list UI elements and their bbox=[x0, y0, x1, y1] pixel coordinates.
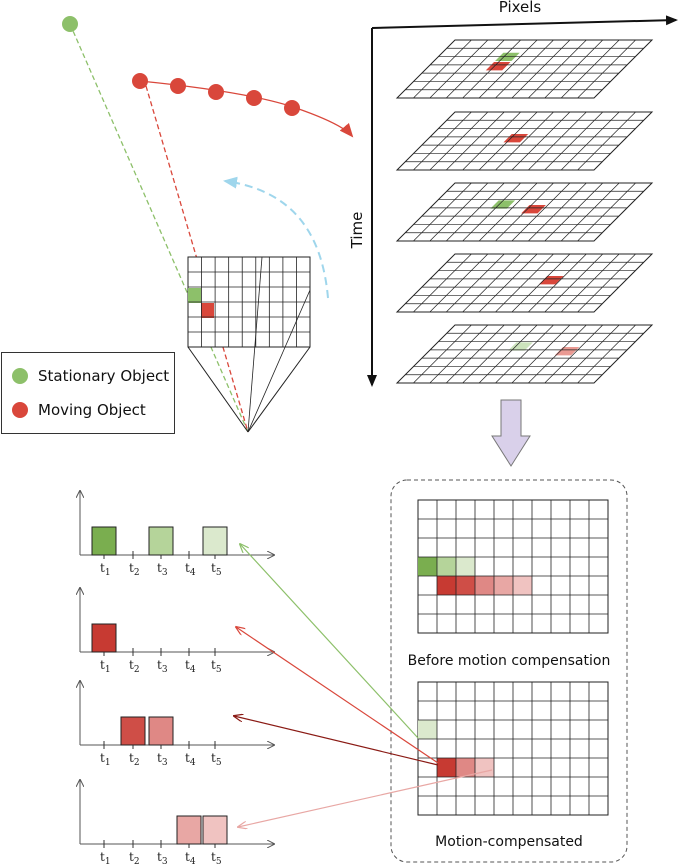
grid-event-cell bbox=[494, 576, 513, 595]
tick-label: t2 bbox=[129, 751, 140, 768]
pixel-timelines: t1 t2 t3 t4 t5 t1 t2 t3 t4 t5 t1 t2 t3 t4 t5 t1 t2 t3 t4 t5 bbox=[80, 491, 274, 865]
compensation-panel-frame bbox=[390, 479, 628, 863]
event-frame bbox=[395, 182, 654, 242]
event-frames bbox=[395, 39, 654, 384]
before-compensation-label: Before motion compensation bbox=[408, 653, 611, 669]
legend-label-moving: Moving Object bbox=[38, 401, 146, 419]
frame-moving-event bbox=[554, 347, 580, 356]
event-pulse bbox=[120, 716, 146, 746]
pixels-axis bbox=[371, 15, 678, 29]
tick-label: t2 bbox=[129, 658, 140, 675]
moving-object-dot bbox=[170, 78, 186, 94]
moving-object-trajectory bbox=[139, 80, 354, 138]
tick-label: t4 bbox=[185, 561, 196, 578]
sensor-stationary-pixel bbox=[188, 288, 201, 303]
grid-event-cell bbox=[418, 720, 437, 739]
timeline-stationary-pixel: t1 t2 t3 t4 t5 bbox=[80, 491, 274, 578]
moving-object-dot bbox=[132, 73, 148, 89]
grid-event-cell bbox=[456, 576, 475, 595]
tick-label: t1 bbox=[100, 561, 111, 578]
frame-stationary-event bbox=[508, 342, 533, 351]
frame-moving-event bbox=[538, 276, 564, 285]
tick-label: t4 bbox=[185, 658, 196, 675]
tick-label: t4 bbox=[185, 751, 196, 768]
stationary-link-arrow bbox=[240, 544, 419, 739]
time-pixel-axes: Pixels Time bbox=[348, 0, 678, 387]
legend-item-moving: Moving Object bbox=[12, 401, 146, 419]
event-pulse bbox=[148, 526, 174, 556]
grid-event-cell bbox=[437, 576, 456, 595]
event-frame bbox=[395, 253, 654, 313]
grid-event-cell bbox=[475, 576, 494, 595]
before-compensation-grid bbox=[417, 499, 609, 634]
moving-object-dot bbox=[246, 90, 262, 106]
grid-event-cell bbox=[437, 557, 456, 576]
tick-label: t5 bbox=[211, 658, 222, 675]
frame-moving-event bbox=[521, 205, 546, 214]
moving-object-dot bbox=[284, 100, 300, 116]
motion-compensated-label: Motion-compensated bbox=[435, 834, 583, 850]
tick-label: t3 bbox=[157, 751, 168, 768]
moving-link-arrow-2 bbox=[234, 716, 439, 766]
tick-label: t3 bbox=[157, 561, 168, 578]
legend: Stationary Object Moving Object bbox=[1, 352, 175, 434]
moving-legend-icon bbox=[12, 402, 28, 418]
moving-object-dot bbox=[208, 84, 224, 100]
moving-link-arrow-1 bbox=[236, 627, 439, 764]
tick-label: t2 bbox=[129, 561, 140, 578]
processing-arrow bbox=[491, 399, 531, 467]
tick-label: t2 bbox=[129, 850, 140, 865]
grid-event-cell bbox=[456, 758, 475, 777]
tick-label: t4 bbox=[185, 850, 196, 865]
event-pulse bbox=[176, 815, 202, 845]
event-frame bbox=[395, 111, 654, 171]
camera-rotation-arrow bbox=[223, 176, 329, 299]
camera-sensor bbox=[187, 256, 311, 433]
grid-event-cell bbox=[418, 557, 437, 576]
stationary-legend-icon bbox=[12, 368, 28, 384]
grid-event-cell bbox=[456, 557, 475, 576]
tick-label: t1 bbox=[100, 850, 111, 865]
event-pulse bbox=[202, 815, 228, 845]
event-frame bbox=[395, 324, 654, 384]
motion-compensated-grid bbox=[417, 681, 609, 816]
tick-label: t3 bbox=[157, 850, 168, 865]
legend-item-stationary: Stationary Object bbox=[12, 367, 169, 385]
event-pulse bbox=[202, 526, 228, 556]
grid-event-cell bbox=[475, 758, 494, 777]
pixels-axis-label: Pixels bbox=[499, 0, 542, 16]
tick-label: t1 bbox=[100, 751, 111, 768]
event-pulse bbox=[91, 623, 117, 653]
sensor-moving-pixel bbox=[201, 303, 214, 318]
stationary-sight-line bbox=[69, 23, 249, 433]
moving-link-arrow-3 bbox=[238, 769, 493, 827]
tick-label: t1 bbox=[100, 658, 111, 675]
grid-event-cell bbox=[513, 576, 532, 595]
event-pulse bbox=[148, 716, 174, 746]
event-pulse bbox=[91, 526, 117, 556]
frame-moving-event bbox=[503, 134, 529, 143]
legend-label-stationary: Stationary Object bbox=[38, 367, 170, 385]
timeline-moving-pixel-1: t1 t2 t3 t4 t5 bbox=[80, 588, 274, 675]
tick-label: t5 bbox=[211, 561, 222, 578]
tick-label: t3 bbox=[157, 658, 168, 675]
tick-label: t5 bbox=[211, 850, 222, 865]
timeline-moving-pixel-3: t1 t2 t3 t4 t5 bbox=[80, 780, 274, 865]
timeline-moving-pixel-2: t1 t2 t3 t4 t5 bbox=[80, 681, 274, 768]
grid-event-cell bbox=[437, 758, 456, 777]
stationary-object-dot bbox=[62, 16, 78, 32]
event-frame bbox=[395, 39, 654, 99]
tick-label: t5 bbox=[211, 751, 222, 768]
time-axis-label: Time bbox=[348, 212, 366, 250]
camera-scene bbox=[62, 16, 354, 433]
